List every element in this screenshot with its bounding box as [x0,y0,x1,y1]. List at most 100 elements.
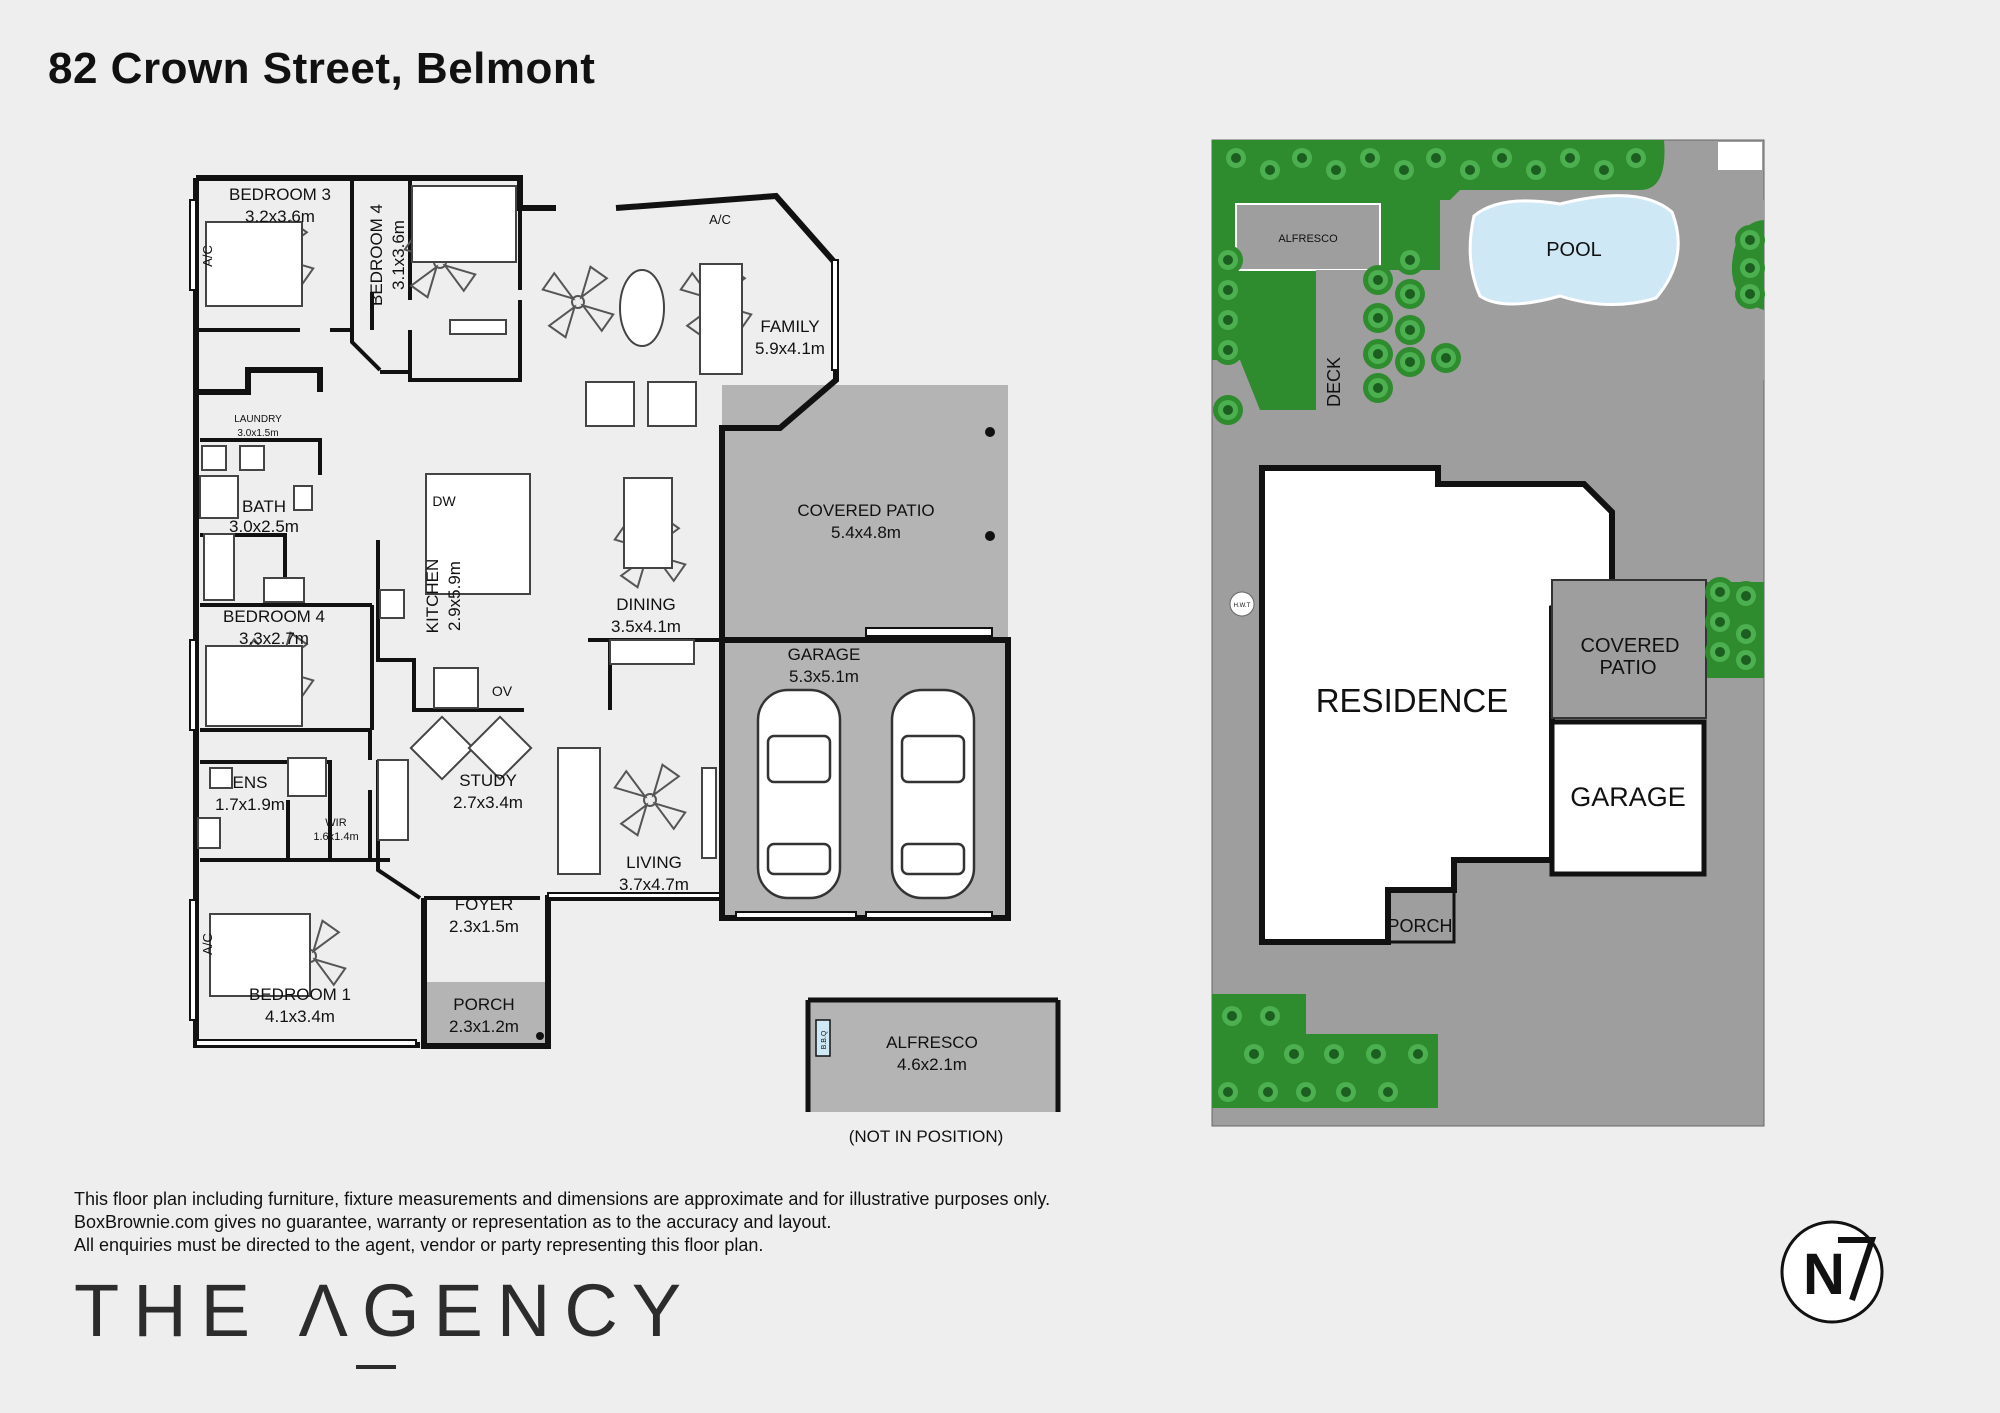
site-label: RESIDENCE [1316,682,1509,719]
ac-label: A/C [200,933,215,955]
brand-logo: THE ΛGENCY [74,1269,696,1352]
site-label: ALFRESCO [1278,233,1338,245]
cooktop-icon [379,589,405,619]
laundry-tub-icon [201,445,227,471]
room-label: ENS [233,773,268,792]
room-size: 3.5x4.1m [611,617,681,636]
ceiling-fan-icon [526,250,630,354]
furniture [197,185,743,997]
room-size: 3.3x2.7m [239,629,309,648]
room-label: BEDROOM 1 [249,985,351,1004]
site-label: H.W.T [1234,603,1251,609]
room-label: GARAGE [788,645,861,664]
sofa-icon [699,263,743,375]
room-label: BEDROOM 4 [367,204,386,306]
disclaimer-line: All enquiries must be directed to the ag… [74,1235,764,1255]
disclaimer: This floor plan including furniture, fix… [74,1188,1050,1257]
garage-block [1549,719,1707,877]
room-label: BATH [242,497,286,516]
dining-table-icon [619,269,665,347]
room-size: 2.7x3.4m [453,793,523,812]
disclaimer-line: This floor plan including furniture, fix… [74,1189,1051,1209]
hwt-marker [1229,591,1255,617]
tv-unit-icon [701,767,717,859]
bed-icon [411,185,517,263]
room-size: 5.4x4.8m [831,523,901,542]
room-size: 2.3x1.5m [449,917,519,936]
room-size: 3.1x3.6m [389,220,408,290]
porch-outline [1388,888,1456,944]
page-title: 82 Crown Street, Belmont [48,44,596,93]
room-size: 5.3x5.1m [789,667,859,686]
pool [1468,194,1680,306]
room-size: 3.2x3.6m [245,207,315,226]
dw-label: DW [432,493,456,509]
site-label: DECK [1324,357,1344,407]
room-label: KITCHEN [423,559,442,634]
site-label: COVERED [1581,635,1680,657]
north-compass: N [1780,1220,1884,1324]
brand-underline [356,1365,396,1369]
site-label: GARAGE [1570,782,1686,812]
room-label: FAMILY [760,317,819,336]
room-label: LAUNDRY [234,414,282,425]
bench-icon [449,319,507,335]
room-label: PORCH [453,995,514,1014]
dining-set-icon [623,477,673,569]
compass-label: N [1803,1242,1845,1307]
ceiling-fan-icon [598,748,702,852]
room-size: 5.9x4.1m [755,339,825,358]
room-label: BEDROOM 3 [229,185,331,204]
covered-patio-block [1551,579,1707,719]
basin-icon [197,817,221,849]
shower-icon [199,475,239,519]
alfresco-area [808,1000,1058,1112]
bbq-label: B.B.Q [821,1030,828,1049]
site-label: POOL [1546,239,1602,261]
armchair-icon [409,715,475,781]
vanity-icon [263,577,305,603]
post-marker [536,1032,544,1040]
chair-icon [647,381,697,427]
kitchen-island-icon [425,473,531,595]
room-size: 1.7x1.9m [215,795,285,814]
room-label: COVERED PATIO [797,501,934,520]
room-size: 3.7x4.7m [619,875,689,894]
ac-label: A/C [200,245,215,267]
room-label: WIR [325,817,346,829]
armchair-icon [467,715,533,781]
oven-icon [433,667,479,709]
ac-label: A/C [709,212,731,227]
disclaimer-line: BoxBrownie.com gives no guarantee, warra… [74,1212,832,1232]
north-arrow-icon [1838,1237,1877,1301]
room-size: 4.6x2.1m [897,1055,967,1074]
room-size: 3.0x2.5m [229,517,299,536]
room-label: DINING [616,595,676,614]
chair-icon [585,381,635,427]
sofa-icon [557,747,601,875]
car-icon [756,688,842,900]
alfresco-note: (NOT IN POSITION) [849,1127,1004,1146]
post-marker [985,531,995,541]
bath-tub-icon [203,533,235,601]
room-label: FOYER [455,895,514,914]
compass-icon [1780,1220,1884,1324]
bed-icon [205,645,303,727]
floor-plan: BEDROOM 3 3.2x3.6m BEDROOM 4 3.1x3.6m FA… [189,175,1061,1146]
bed-icon [205,221,303,307]
alfresco-block [1235,203,1381,271]
room-size: 2.9x5.9m [445,561,464,631]
site-label: PATIO [1599,657,1656,679]
desk-icon [377,759,409,841]
alfresco-frame [805,997,1061,1112]
car-icon [890,688,976,900]
post-marker [985,427,995,437]
site-label: PORCH [1387,916,1452,936]
room-label: ALFRESCO [886,1033,978,1052]
toilet-icon [293,485,313,511]
site-plan: ALFRESCO POOL DECK RESIDENCE COVERED PAT… [1211,139,1765,1127]
room-size: 4.1x3.4m [265,1007,335,1026]
washer-icon [239,445,265,471]
bench-icon [609,639,695,665]
